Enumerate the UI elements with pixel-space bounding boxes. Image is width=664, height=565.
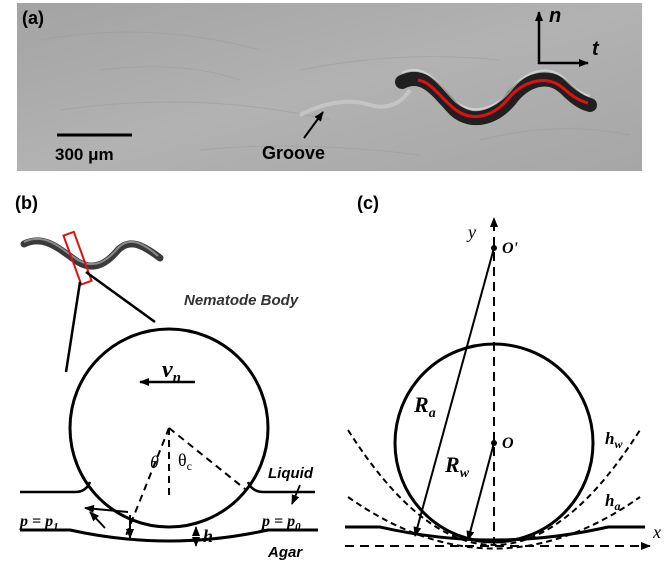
axis-t-label: t bbox=[592, 38, 600, 60]
groove-track bbox=[299, 88, 412, 117]
parabola-ha bbox=[347, 496, 641, 550]
panel-a-label: (a) bbox=[22, 8, 44, 28]
groove-label: Groove bbox=[262, 143, 325, 163]
point-o-label: O bbox=[502, 435, 514, 452]
axis-n-label: n bbox=[549, 5, 561, 27]
pressure-right-label: p = p0 bbox=[260, 513, 301, 533]
h-label: h bbox=[203, 526, 213, 546]
parabola-hw bbox=[347, 429, 641, 546]
panel-c-label: (c) bbox=[357, 193, 379, 213]
pressure-left-label: p = p1 bbox=[18, 513, 59, 533]
worm-halo bbox=[401, 68, 591, 111]
radius-rw-label: Rw bbox=[444, 452, 470, 481]
scale-bar-label: 300 μm bbox=[55, 145, 114, 164]
wedge-arrow-2 bbox=[89, 511, 106, 529]
parabola-hw-label: hw bbox=[605, 429, 623, 451]
worm-thumbnail-highlight bbox=[23, 237, 159, 266]
panel-b: (b) Nematode Body vn θ θc Liquid h Agar bbox=[15, 193, 318, 561]
zoom-line-left bbox=[64, 281, 82, 373]
velocity-label: vn bbox=[162, 357, 181, 386]
cross-section-marker bbox=[62, 230, 93, 286]
agar-surface bbox=[20, 528, 318, 543]
liquid-label: Liquid bbox=[268, 465, 314, 482]
radius-ra-arrow bbox=[413, 247, 495, 537]
point-o-prime-label: O' bbox=[502, 240, 519, 257]
panel-b-label: (b) bbox=[15, 193, 38, 213]
theta-c-line bbox=[168, 427, 246, 490]
panel-a: (a) 300 μm Groove n t bbox=[17, 3, 642, 171]
theta-line bbox=[124, 427, 170, 539]
radius-rw-arrow bbox=[466, 442, 495, 541]
panel-c: (c) y x O' O Ra Rw hw ha bbox=[345, 193, 661, 550]
wedge-arrow-1 bbox=[84, 504, 129, 513]
agar-curve bbox=[345, 525, 645, 542]
nematode-body-label: Nematode Body bbox=[184, 292, 299, 309]
liquid-surface-left bbox=[20, 481, 92, 494]
liquid-surface-right bbox=[246, 481, 315, 494]
liquid-pointer bbox=[291, 484, 301, 505]
x-axis-label: x bbox=[652, 522, 661, 542]
theta-label: θ bbox=[150, 452, 159, 472]
worm-centerline-trace bbox=[417, 78, 589, 118]
y-axis-label: y bbox=[466, 222, 476, 242]
groove-arrow bbox=[303, 111, 324, 139]
theta-c-label: θc bbox=[178, 450, 192, 473]
zoom-line-right bbox=[85, 270, 156, 324]
photo-texture bbox=[39, 31, 631, 156]
worm-circle bbox=[393, 342, 595, 544]
worm-thumbnail bbox=[20, 237, 164, 270]
agar-label: Agar bbox=[267, 544, 303, 561]
body-cross-section bbox=[68, 327, 270, 529]
radius-ra-label: Ra bbox=[413, 392, 436, 421]
parabola-ha-label: ha bbox=[605, 491, 620, 513]
